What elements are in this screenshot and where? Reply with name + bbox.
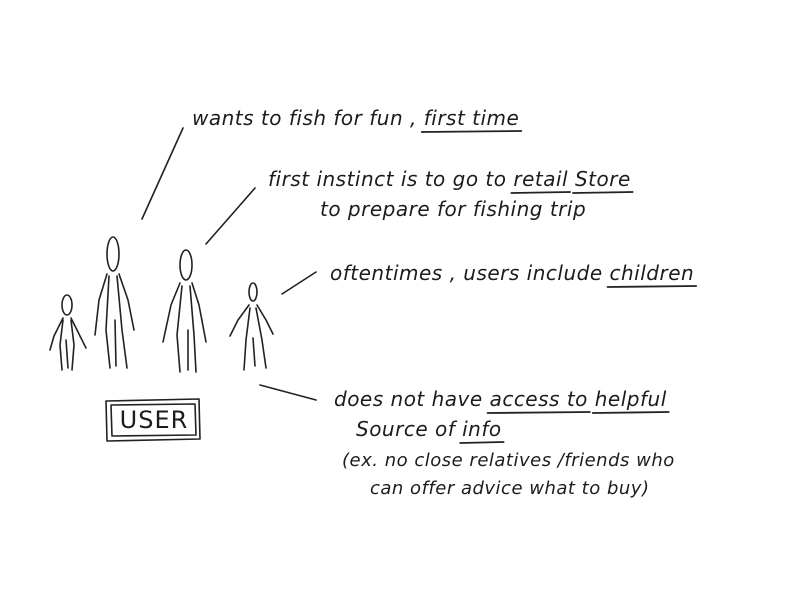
note-line: to prepare for fishing trip [320, 197, 586, 221]
underline [459, 441, 505, 444]
note-line: wants to fish for fun , first time [192, 106, 519, 130]
note-text: does not have [334, 387, 490, 411]
note-text [588, 387, 595, 411]
note-text: can offer advice what to buy) [370, 478, 649, 499]
adult-figure-tall [94, 236, 135, 369]
note-text: to prepare for fishing trip [320, 197, 586, 221]
connector-line-4 [259, 384, 317, 401]
note-line: does not have access to helpful [334, 387, 667, 411]
underline [486, 411, 591, 414]
note-children: oftentimes , users include children [330, 261, 698, 288]
connector-line-3 [281, 271, 317, 295]
underlined-phrase: first time [424, 106, 520, 130]
note-text [568, 167, 575, 191]
underlined-phrase: access to [490, 387, 588, 411]
underline [420, 130, 523, 133]
note-text: oftentimes , users include [330, 261, 610, 285]
underline [510, 191, 572, 194]
note-first-instinct: first instinct is to go to retail Store t… [268, 167, 634, 221]
child-figure-right [229, 282, 274, 371]
note-line: can offer advice what to buy) [370, 478, 649, 499]
note-line: oftentimes , users include children [330, 261, 694, 285]
underline [572, 191, 634, 194]
note-line: (ex. no close relatives /friends who [342, 450, 675, 471]
user-label: USER [120, 406, 189, 434]
underline [591, 411, 670, 414]
note-line: Source of info [356, 417, 502, 441]
underlined-phrase: children [610, 261, 695, 285]
underlined-phrase: Store [575, 167, 631, 191]
note-text: Source of [356, 417, 462, 441]
underlined-phrase: helpful [595, 387, 667, 411]
note-text: wants to fish for fun , [192, 106, 424, 130]
underlined-phrase: retail [513, 167, 568, 191]
note-text: (ex. no close relatives /friends who [342, 450, 675, 471]
adult-figure [162, 249, 207, 373]
user-label-box: USER [105, 398, 201, 442]
child-figure-left [49, 294, 87, 371]
note-line: first instinct is to go to retail Store [268, 167, 631, 191]
connector-line-1 [141, 127, 184, 220]
note-text: first instinct is to go to [268, 167, 513, 191]
note-want-to-fish: wants to fish for fun , first time [192, 106, 523, 133]
underlined-phrase: info [462, 417, 502, 441]
underline [606, 285, 698, 288]
connector-line-2 [205, 187, 256, 245]
